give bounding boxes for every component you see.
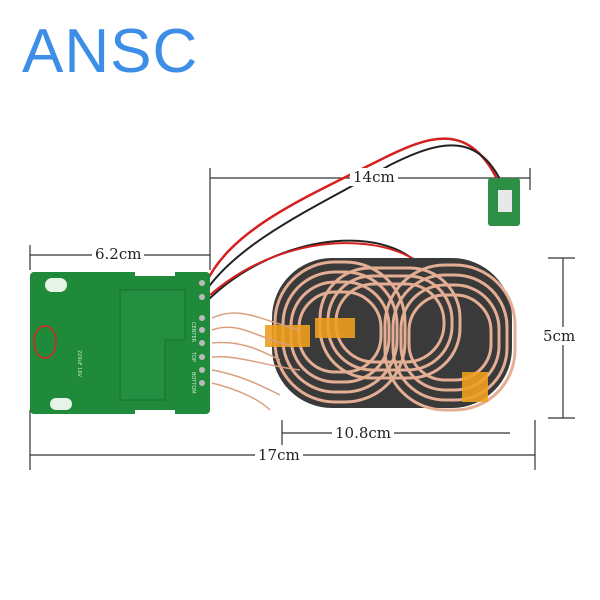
coil-assembly: [211, 258, 517, 412]
total-length-label: 17cm: [255, 446, 303, 464]
silk-top: TOP: [190, 351, 196, 362]
silk-center: CENTER: [190, 322, 196, 343]
wire-length-label: 14cm: [350, 168, 398, 186]
coil-width-label: 10.8cm: [332, 424, 395, 442]
highlight-circle: [33, 325, 57, 359]
brand-logo: ANSC: [22, 17, 199, 86]
coil-height-label: 5cm: [540, 327, 579, 345]
main-pcb: CENTER TOP BOTTOM 220uF 16V: [30, 262, 210, 424]
kapton-tape: [265, 325, 310, 347]
silk-cap: 220uF 16V: [76, 350, 82, 378]
silk-bottom: BOTTOM: [190, 372, 196, 394]
board-width-label: 6.2cm: [92, 245, 145, 263]
